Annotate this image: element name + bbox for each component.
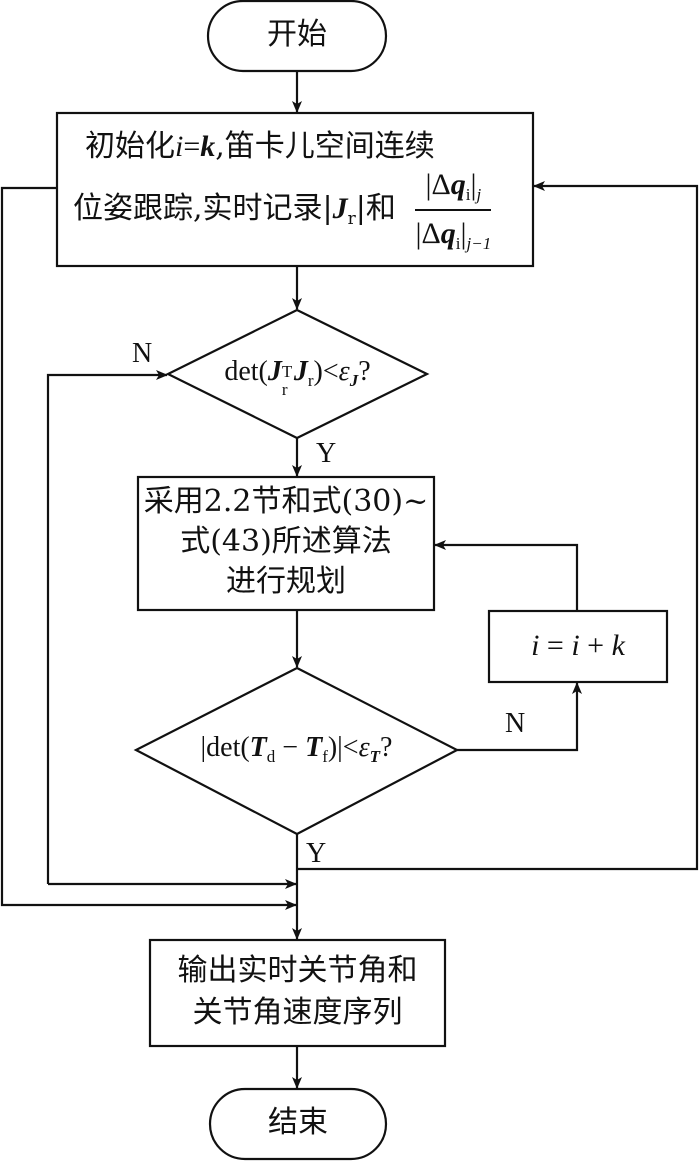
- dec2-minus: −: [275, 732, 306, 763]
- edge-decision2-no-to-increment: [457, 682, 582, 752]
- dec2-epsilon: ε: [358, 732, 370, 763]
- frac-num-q-sub: i: [465, 185, 471, 204]
- start-node: 开始: [208, 14, 386, 56]
- edge-label-error-no: N: [505, 708, 526, 739]
- inc-rhs-i: i: [571, 629, 580, 662]
- frac-den-q: q: [440, 216, 456, 250]
- plan-node: 采用2.2节和式(30)~ 式(43)所述算法 进行规划: [138, 482, 434, 602]
- output-line1: 输出实时关节角和: [177, 953, 418, 988]
- dec2-T2-sub: f: [322, 747, 328, 766]
- init-fraction: |Δqi|j |Δqi|j−1: [415, 164, 492, 256]
- dec1-epsilon: ε: [338, 356, 350, 387]
- init-fraction-numerator: |Δqi|j: [415, 164, 492, 211]
- init-line1-prefix: 初始化: [85, 129, 175, 164]
- dec1-J1-sub: r: [281, 380, 288, 399]
- edge-decision1-loop: [46, 370, 168, 884]
- edge-label-singularity-no: N: [132, 338, 153, 369]
- plan-line2: 式(43)所述算法: [180, 524, 392, 559]
- increment-node: i = i + k: [489, 625, 667, 667]
- end-node: 结束: [210, 1102, 386, 1144]
- dec1-J1-sup: T: [281, 362, 293, 381]
- plan-line3: 进行规划: [226, 564, 346, 599]
- init-line1: 初始化i=k,笛卡儿空间连续: [57, 126, 533, 168]
- dec2-epsilon-sub: T: [369, 747, 381, 766]
- output-line2: 关节角速度序列: [192, 995, 403, 1030]
- init-jacobian-J: J: [332, 191, 348, 225]
- init-line2: 位姿跟踪,实时记录|Jr|和 |Δqi|j |Δqi|j−1: [57, 164, 533, 256]
- edge-increment-to-plan: [434, 540, 579, 611]
- dec2-T1: T: [249, 732, 267, 763]
- dec1-J2: J: [293, 356, 308, 387]
- dec1-J1: J: [267, 356, 282, 387]
- start-label: 开始: [267, 17, 327, 52]
- frac-num-delta: |Δ: [425, 168, 451, 201]
- init-node: 初始化i=k,笛卡儿空间连续 位姿跟踪,实时记录|Jr|和 |Δqi|j |Δq…: [57, 126, 533, 256]
- init-line1-suffix: ,笛卡儿空间连续: [215, 129, 435, 164]
- edge-label-singularity-yes: Y: [316, 438, 337, 469]
- output-node: 输出实时关节角和 关节角速度序列: [150, 950, 445, 1034]
- init-fraction-denominator: |Δqi|j−1: [415, 211, 491, 256]
- plan-line1: 采用2.2节和式(30)~: [143, 484, 429, 519]
- init-var-i: i: [175, 130, 184, 163]
- dec1-suffix: )<: [313, 356, 339, 387]
- dec2-suffix: )|<: [327, 732, 359, 763]
- error-decision: |det(Td − Tf)|<εT?: [136, 728, 457, 769]
- inc-eq: =: [539, 629, 572, 662]
- frac-num-sub: j: [476, 185, 482, 204]
- init-line2-mid: |和: [355, 190, 396, 226]
- frac-den-delta: |Δ: [415, 216, 441, 250]
- inc-rhs-k: k: [611, 629, 625, 662]
- dec1-J2-sub: r: [307, 371, 314, 390]
- dec1-question: ?: [358, 356, 371, 387]
- dec2-question: ?: [380, 732, 393, 763]
- init-var-k: k: [200, 130, 216, 163]
- init-equals: =: [183, 130, 201, 163]
- end-label: 结束: [268, 1105, 328, 1140]
- init-line2-prefix: 位姿跟踪,实时记录|: [73, 190, 333, 226]
- edge-decision2-yes-to-init: [297, 181, 699, 871]
- dec2-prefix: |det(: [200, 732, 250, 763]
- frac-den-sub: j−1: [466, 233, 492, 253]
- inc-lhs: i: [531, 629, 540, 662]
- frac-den-bar: |: [460, 216, 467, 250]
- edge-label-error-yes: Y: [306, 838, 327, 869]
- dec2-T1-sub: d: [266, 747, 276, 766]
- dec1-epsilon-sub: J: [349, 371, 359, 390]
- frac-den-q-sub: i: [455, 233, 461, 253]
- frac-num-bar: |: [470, 168, 477, 201]
- init-jacobian-sub: r: [347, 208, 356, 229]
- dec1-prefix: det(: [224, 356, 268, 387]
- end-terminal-shape: [208, 1087, 388, 1161]
- frac-num-q: q: [450, 168, 466, 201]
- dec2-T2: T: [305, 732, 323, 763]
- inc-plus: +: [579, 629, 612, 662]
- edge-init-to-output: [0, 186, 297, 910]
